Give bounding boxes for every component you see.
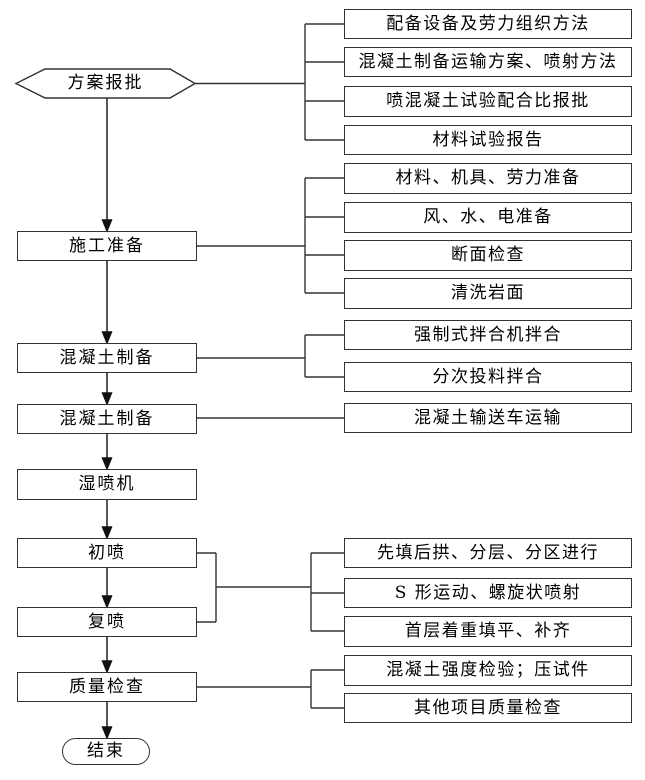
flow-node-second-spray: 复喷 bbox=[17, 607, 197, 637]
flow-node-label: 湿喷机 bbox=[78, 474, 136, 494]
detail-box-label: 其他项目质量检查 bbox=[414, 697, 562, 718]
detail-box: 喷混凝土试验配合比报批 bbox=[344, 86, 632, 117]
detail-box-label: S 形运动、螺旋状喷射 bbox=[394, 582, 582, 603]
detail-box-label: 混凝土强度检验；压试件 bbox=[386, 660, 590, 680]
detail-box-label: 强制式拌合机拌合 bbox=[414, 324, 562, 345]
flow-node-concrete-prep-1: 混凝土制备 bbox=[17, 343, 197, 373]
flow-node-label: 结束 bbox=[87, 741, 125, 761]
detail-box: 配备设备及劳力组织方法 bbox=[344, 9, 632, 39]
detail-box-label: 喷混凝土试验配合比报批 bbox=[386, 91, 590, 111]
flow-node-quality-check: 质量检查 bbox=[17, 672, 197, 702]
detail-box: 强制式拌合机拌合 bbox=[344, 320, 632, 350]
detail-box-label: 材料试验报告 bbox=[432, 129, 544, 150]
detail-box: 首层着重填平、补齐 bbox=[344, 616, 632, 647]
flow-node-plan-approval: 方案报批 bbox=[16, 69, 195, 98]
detail-box-label: 混凝土输送车运输 bbox=[414, 407, 562, 428]
detail-box: 分次投料拌合 bbox=[344, 362, 632, 392]
detail-box: 混凝土强度检验；压试件 bbox=[344, 655, 632, 686]
detail-box-label: 分次投料拌合 bbox=[432, 366, 544, 387]
detail-box: S 形运动、螺旋状喷射 bbox=[344, 578, 632, 608]
detail-box: 其他项目质量检查 bbox=[344, 693, 632, 723]
detail-box: 混凝土制备运输方案、喷射方法 bbox=[344, 47, 632, 77]
detail-box-label: 风、水、电准备 bbox=[423, 207, 553, 227]
detail-box-label: 断面检查 bbox=[451, 245, 525, 265]
detail-box-label: 先填后拱、分层、分区进行 bbox=[377, 542, 599, 563]
detail-box: 断面检查 bbox=[344, 240, 632, 271]
flow-node-wet-sprayer: 湿喷机 bbox=[17, 469, 197, 500]
detail-box-label: 混凝土制备运输方案、喷射方法 bbox=[358, 51, 618, 72]
down-arrows bbox=[101, 98, 113, 740]
detail-box: 混凝土输送车运输 bbox=[344, 403, 632, 433]
flow-node-label: 方案报批 bbox=[67, 73, 144, 93]
flow-node-label: 复喷 bbox=[88, 611, 126, 632]
flow-node-label: 混凝土制备 bbox=[59, 408, 155, 429]
flow-node-concrete-prep-2: 混凝土制备 bbox=[17, 404, 197, 434]
detail-box: 清洗岩面 bbox=[344, 278, 632, 309]
connector-lines bbox=[195, 23, 344, 709]
detail-box-label: 清洗岩面 bbox=[451, 283, 525, 303]
detail-box-label: 材料、机具、劳力准备 bbox=[395, 168, 581, 188]
flow-node-label: 初喷 bbox=[88, 542, 126, 563]
flow-node-initial-spray: 初喷 bbox=[17, 538, 197, 568]
flow-node-construction-prep: 施工准备 bbox=[17, 231, 197, 261]
hexagon-shape bbox=[14, 68, 197, 99]
detail-box: 材料、机具、劳力准备 bbox=[344, 163, 632, 194]
flow-node-end: 结束 bbox=[62, 738, 150, 765]
detail-box: 先填后拱、分层、分区进行 bbox=[344, 538, 632, 568]
detail-box: 材料试验报告 bbox=[344, 125, 632, 155]
flow-node-label: 施工准备 bbox=[69, 235, 145, 256]
flow-node-label: 混凝土制备 bbox=[59, 347, 155, 368]
detail-box-label: 首层着重填平、补齐 bbox=[404, 621, 572, 641]
detail-box-label: 配备设备及劳力组织方法 bbox=[386, 13, 590, 34]
flow-node-label: 质量检查 bbox=[69, 676, 145, 697]
detail-box: 风、水、电准备 bbox=[344, 202, 632, 233]
